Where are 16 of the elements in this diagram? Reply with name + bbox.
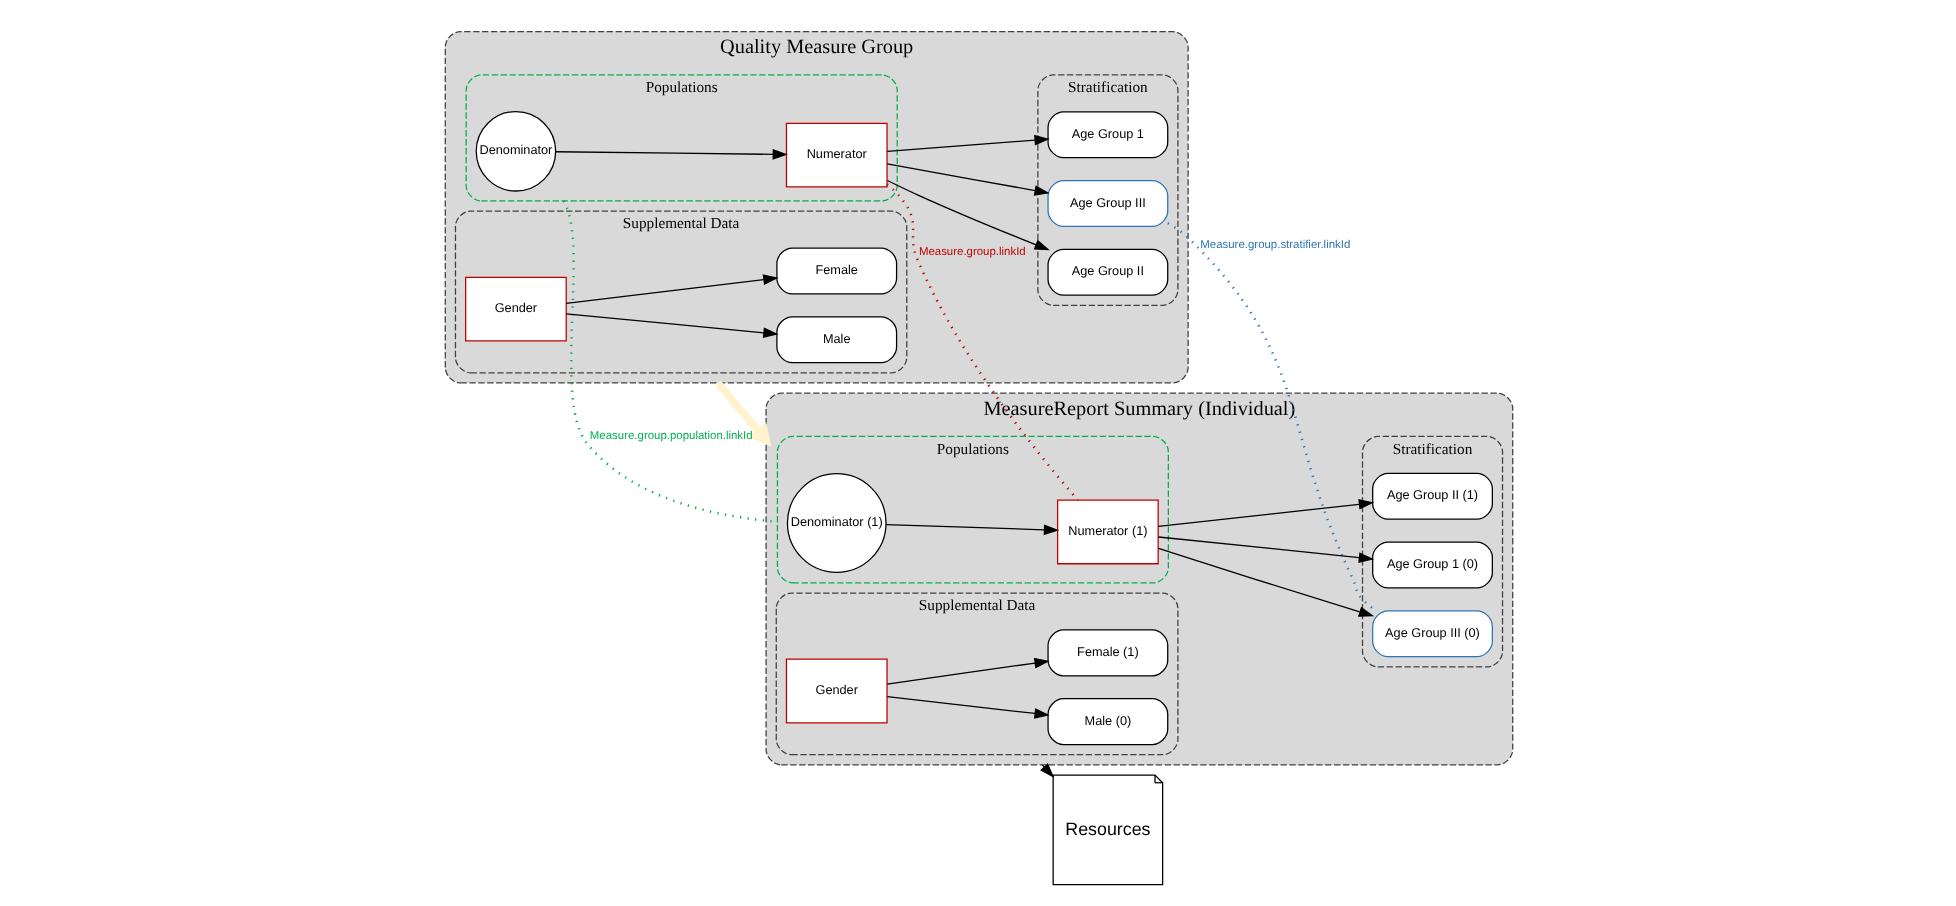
arrow [885,134,1049,152]
arrow [1156,536,1374,563]
connector [1166,222,1377,612]
connector [561,200,777,523]
arrow [564,274,778,304]
arrow [1156,547,1374,617]
arrow [885,696,1049,719]
connector [885,183,1078,501]
arrow [564,313,778,339]
arrow [885,179,1049,251]
arrow [553,149,787,160]
arrow [1156,499,1374,528]
arrow [885,657,1049,685]
arrow [885,163,1049,196]
arrow [884,523,1059,536]
arrow [713,380,771,447]
